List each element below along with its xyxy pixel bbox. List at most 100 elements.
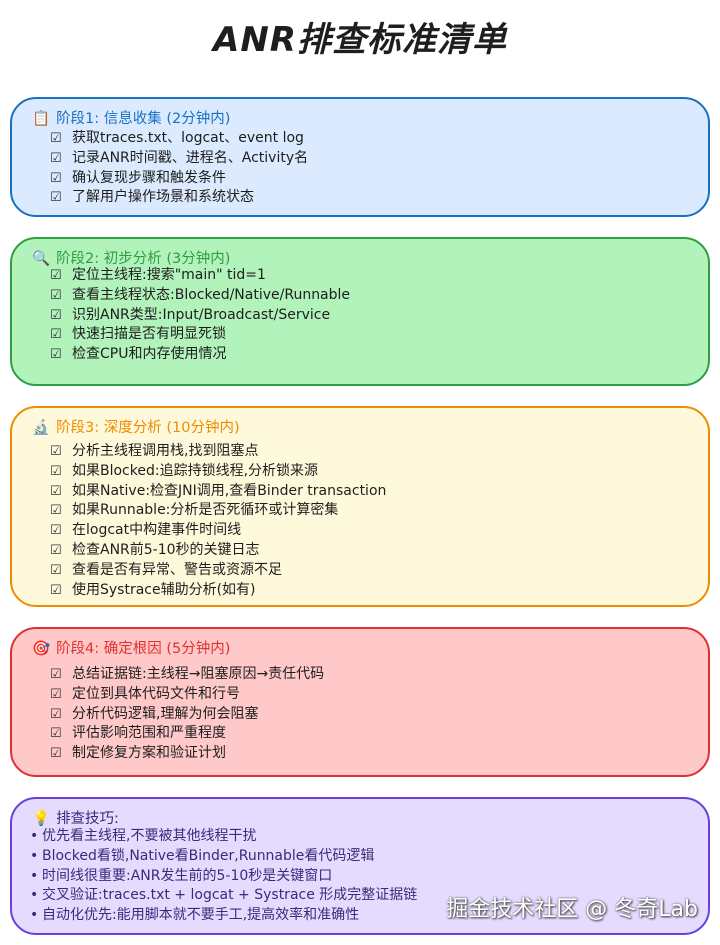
tips-item: •优先看主线程,不要被其他线程干扰 xyxy=(30,827,417,847)
checkbox-icon: ☑ xyxy=(50,170,62,186)
checkbox-icon: ☑ xyxy=(50,582,62,598)
tips-list: •优先看主线程,不要被其他线程干扰•Blocked看锁,Native看Binde… xyxy=(30,827,417,926)
checklist-item-text: 如果Native:检查JNI调用,查看Binder transaction xyxy=(72,482,387,499)
checklist-item: ☑ 定位主线程:搜索"main" tid=1 xyxy=(50,266,350,286)
checklist-item-text: 在logcat中构建事件时间线 xyxy=(72,522,242,539)
checklist-item: ☑ 快速扫描是否有明显死锁 xyxy=(50,325,350,345)
bullet-icon: • xyxy=(30,867,39,884)
checklist-item: ☑ 如果Native:检查JNI调用,查看Binder transaction xyxy=(50,482,386,502)
checklist-item: ☑ 检查CPU和内存使用情况 xyxy=(50,345,350,365)
checklist-item: ☑ 如果Blocked:追踪持锁线程,分析锁来源 xyxy=(50,462,386,482)
watermark: 掘金技术社区 @ 冬奇Lab xyxy=(446,897,698,922)
checklist-item-text: 使用Systrace辅助分析(如有) xyxy=(72,581,256,598)
checklist-item: ☑记录ANR时间戳、进程名、Activity名 xyxy=(50,149,308,169)
checkbox-icon: ☑ xyxy=(50,686,62,702)
checklist-item-text: 定位主线程:搜索"main" tid=1 xyxy=(72,267,266,283)
checklist-item: ☑ 获取traces.txt、logcat、event log xyxy=(50,129,308,149)
checklist: ☑ 总结证据链:主线程→阻塞原因→责任代码 ☑ 定位到具体代码文件和行号 ☑ 分析代码逻辑… xyxy=(50,665,324,764)
checkbox-icon: ☑ xyxy=(50,746,62,762)
checklist-item-text: 获取traces.txt、logcat、event log xyxy=(72,130,304,146)
checklist-item: ☑查看主线程状态:Blocked/Native/Runnable xyxy=(50,286,350,306)
checkbox-icon: ☑ xyxy=(50,562,62,578)
tips-item-text: 优先看主线程,不要被其他线程干扰 xyxy=(42,828,257,844)
section-stage-1: 📋 阶段1: 信息收集 (2分钟内) ☑ 获取traces.txt、logcat、ev… xyxy=(10,97,710,217)
checklist-item-text: 检查CPU和内存使用情况 xyxy=(72,346,227,363)
checkbox-icon: ☑ xyxy=(50,667,62,682)
checklist-item-text: 检查ANR前5-10秒的关键日志 xyxy=(72,541,260,558)
checklist-item-text: 查看主线程状态:Blocked/Native/Runnable xyxy=(72,286,351,303)
section-title: 阶段1: 信息收集 (2分钟内) xyxy=(56,111,231,127)
section-title: 阶段3: 深度分析 (10分钟内) xyxy=(56,420,240,436)
section-header: 🔍 阶段2: 初步分析 (3分钟内) xyxy=(32,247,230,268)
checklist-item: ☑ 查看是否有异常、警告或资源不足 xyxy=(50,561,386,581)
tips-item-text: 时间线很重要:ANR发生前的5-10秒是关键窗口 xyxy=(42,867,333,884)
checkbox-icon: ☑ xyxy=(50,190,62,206)
bullet-icon: • xyxy=(30,847,39,864)
checklist-item-text: 识别ANR类型:Input/Broadcast/Service xyxy=(72,306,331,323)
section-header: 📋 阶段1: 信息收集 (2分钟内) xyxy=(32,107,230,128)
checklist-item: ☑ 识别ANR类型:Input/Broadcast/Service xyxy=(50,306,350,326)
checklist-item-text: 分析主线程调用栈,找到阻塞点 xyxy=(72,443,259,459)
checklist-item: ☑ 评估影响范围和严重程度 xyxy=(50,724,324,744)
microscope-icon: 🔬 xyxy=(32,420,51,436)
checklist-item: ☑如果Runnable:分析是否死循环或计算密集 xyxy=(50,501,386,521)
checklist: ☑分析主线程调用栈,找到阻塞点☑如果Blocked:追踪持锁线程,分析锁来源☑如… xyxy=(50,442,386,600)
target-icon: 🎯 xyxy=(32,641,51,657)
checklist-item-text: 评估影响范围和严重程度 xyxy=(72,725,226,742)
checklist: ☑ 获取traces.txt、logcat、event log ☑记录ANR时间戳、… xyxy=(50,129,308,208)
section-stage-3: 🔬 阶段3: 深度分析 (10分钟内) ☑ 分析主线程调用栈,找到阻塞点 ☑ 如果Bloc… xyxy=(10,406,710,607)
section-header: 🔬 阶段3: 深度分析 (10分钟内) xyxy=(32,416,240,437)
tips-section: 💡排查技巧:•优先看主线程,不要被其他线程干扰•Blocked看锁,Native… xyxy=(10,797,710,935)
tips-header: 💡 排查技巧: xyxy=(32,807,119,828)
checkbox-icon: ☑ xyxy=(50,150,62,166)
bullet-icon: • xyxy=(30,828,39,844)
checkbox-icon: ☑ xyxy=(50,483,62,499)
checkbox-icon: ☑ xyxy=(50,307,62,323)
clipboard-icon: 📋 xyxy=(32,111,51,127)
checklist-item: ☑ 定位到具体代码文件和行号 xyxy=(50,685,324,705)
checklist-item-text: 了解用户操作场景和系统状态 xyxy=(72,189,254,206)
section-title: 阶段2: 初步分析 (3分钟内) xyxy=(56,251,231,267)
bullet-icon: • xyxy=(30,887,39,904)
tips-item-text: 自动化优先:能用脚本就不要手工,提高效率和准确性 xyxy=(42,907,360,924)
checkbox-icon: ☑ xyxy=(50,726,62,742)
checklist-item: ☑ 使用Systrace辅助分析(如有) xyxy=(50,581,386,601)
lightbulb-icon: 💡 xyxy=(32,811,51,827)
checklist-item-text: 如果Blocked:追踪持锁线程,分析锁来源 xyxy=(72,462,319,479)
tips-item: •时间线很重要:ANR发生前的5-10秒是关键窗口 xyxy=(30,867,417,887)
checklist-item: ☑ 制定修复方案和验证计划 xyxy=(50,744,324,764)
tips-item: •自动化优先:能用脚本就不要手工,提高效率和准确性 xyxy=(30,906,417,926)
tips-title: 排查技巧: xyxy=(56,811,119,827)
checklist-item: ☑ 检查ANR前5-10秒的关键日志 xyxy=(50,541,386,561)
checklist-item: ☑ 在logcat中构建事件时间线 xyxy=(50,521,386,541)
tips-item-text: Blocked看锁,Native看Binder,Runnable看代码逻辑 xyxy=(42,847,375,864)
checklist-item-text: 总结证据链:主线程→阻塞原因→责任代码 xyxy=(72,666,325,682)
tips-item-text: 交叉验证:traces.txt + logcat + Systrace 形成完整… xyxy=(42,887,418,904)
page-title: ANR排查标准清单 xyxy=(213,20,507,60)
checklist-item-text: 制定修复方案和验证计划 xyxy=(72,745,226,762)
checkbox-icon: ☑ xyxy=(50,347,62,363)
section-stage-2: 🔍阶段2: 初步分析 (3分钟内)☑定位主线程:搜索"main" tid=1☑查… xyxy=(10,237,710,386)
checklist-item: ☑ 分析主线程调用栈,找到阻塞点 xyxy=(50,442,386,462)
checklist-item-text: 快速扫描是否有明显死锁 xyxy=(72,326,226,343)
checkbox-icon: ☑ xyxy=(50,503,62,519)
checklist-item-text: 分析代码逻辑,理解为何会阻塞 xyxy=(72,705,259,722)
section-title: 阶段4: 确定根因 (5分钟内) xyxy=(56,641,231,657)
checklist: ☑定位主线程:搜索"main" tid=1☑查看主线程状态:Blocked/Na… xyxy=(50,266,350,365)
tips-item: •交叉验证:traces.txt + logcat + Systrace 形成完… xyxy=(30,886,417,906)
checkbox-icon: ☑ xyxy=(50,706,62,722)
checkbox-icon: ☑ xyxy=(50,268,62,283)
checklist-item-text: 定位到具体代码文件和行号 xyxy=(72,685,240,702)
checklist-item: ☑ 了解用户操作场景和系统状态 xyxy=(50,188,308,208)
section-header: 🎯 阶段4: 确定根因 (5分钟内) xyxy=(32,637,230,658)
checklist-item: ☑确认复现步骤和触发条件 xyxy=(50,169,308,189)
checklist-item: ☑ 总结证据链:主线程→阻塞原因→责任代码 xyxy=(50,665,324,685)
checkbox-icon: ☑ xyxy=(50,463,62,479)
magnifier-icon: 🔍 xyxy=(32,251,51,267)
checkbox-icon: ☑ xyxy=(50,327,62,343)
checklist-item-text: 查看是否有异常、警告或资源不足 xyxy=(72,561,282,578)
checkbox-icon: ☑ xyxy=(50,444,62,459)
checkbox-icon: ☑ xyxy=(50,542,62,558)
checkbox-icon: ☑ xyxy=(50,131,62,146)
checkbox-icon: ☑ xyxy=(50,523,62,539)
